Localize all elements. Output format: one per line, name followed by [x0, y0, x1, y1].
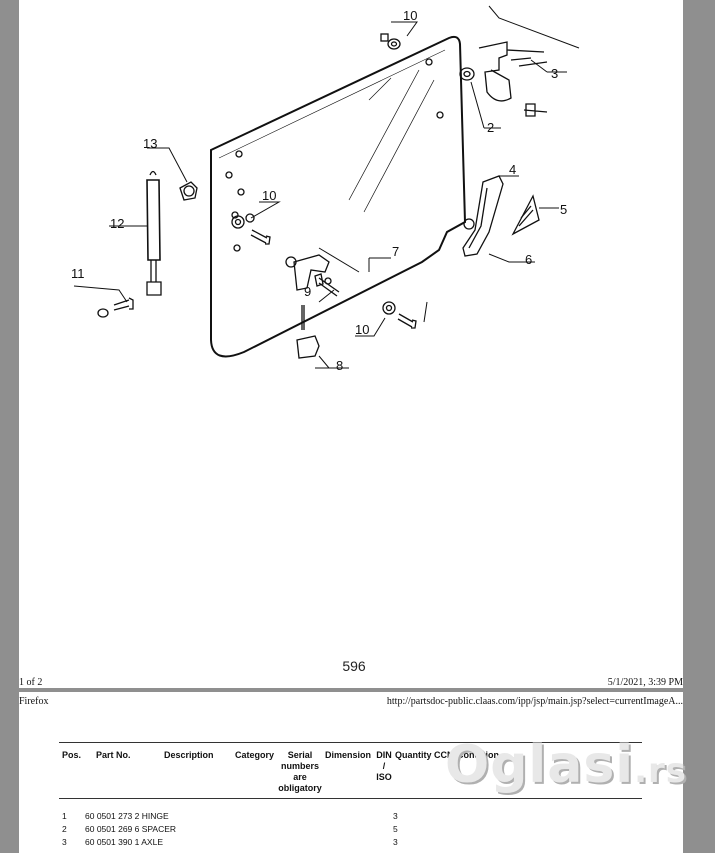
callout-label: 6	[525, 252, 532, 267]
callout-label: 10	[403, 8, 417, 23]
callout-label: 11	[71, 266, 85, 281]
column-header-description: Description	[164, 750, 214, 760]
column-header-pos: Pos.	[62, 750, 82, 760]
parts-diagram: 10 3 2 13 12 10 4 5 6 7 11 9 10 8	[71, 5, 580, 373]
column-header-ccn: CCN	[434, 750, 454, 760]
page-separator	[0, 688, 715, 692]
table-top-rule	[59, 742, 642, 743]
header-url: http://partsdoc-public.claas.com/ipp/jsp…	[386, 696, 683, 707]
column-header-dimension: Dimension	[325, 750, 372, 760]
oglasi-watermark-logo: Oglasi.rs	[445, 735, 688, 795]
table-header-rule	[59, 798, 642, 799]
header-browser-name: Firefox	[19, 696, 49, 707]
callout-label: 9	[304, 284, 311, 299]
column-header-quantity: Quantity	[395, 750, 432, 760]
callout-label: 13	[143, 136, 157, 151]
document-page-2: Firefox http://partsdoc-public.claas.com…	[19, 692, 683, 853]
footer-page-count: 1 of 2	[19, 677, 43, 688]
column-header-category: Category	[235, 750, 275, 760]
callout-label: 2	[487, 120, 494, 135]
column-header-din-iso: DIN / ISO	[376, 750, 392, 782]
callout-label: 10	[355, 322, 369, 337]
column-header-condition: Condition	[457, 750, 499, 760]
callout-label: 3	[551, 66, 558, 81]
page-number: 596	[342, 658, 366, 674]
callout-label: 12	[110, 216, 124, 231]
callout-label: 4	[509, 162, 516, 177]
watermark-shadow: Oglasi.rs	[447, 737, 690, 797]
column-header-serial: Serial numbers are obligatory	[278, 750, 322, 793]
callout-label: 8	[336, 358, 343, 373]
callout-label: 7	[392, 244, 399, 259]
callout-label: 10	[262, 188, 276, 203]
callout-label: 5	[560, 202, 567, 217]
footer-timestamp: 5/1/2021, 3:39 PM	[607, 677, 683, 688]
column-header-part-no: Part No.	[96, 750, 131, 760]
document-page-1: 10 3 2 13 12 10 4 5 6 7 11 9 10 8 596 1 …	[19, 0, 683, 688]
